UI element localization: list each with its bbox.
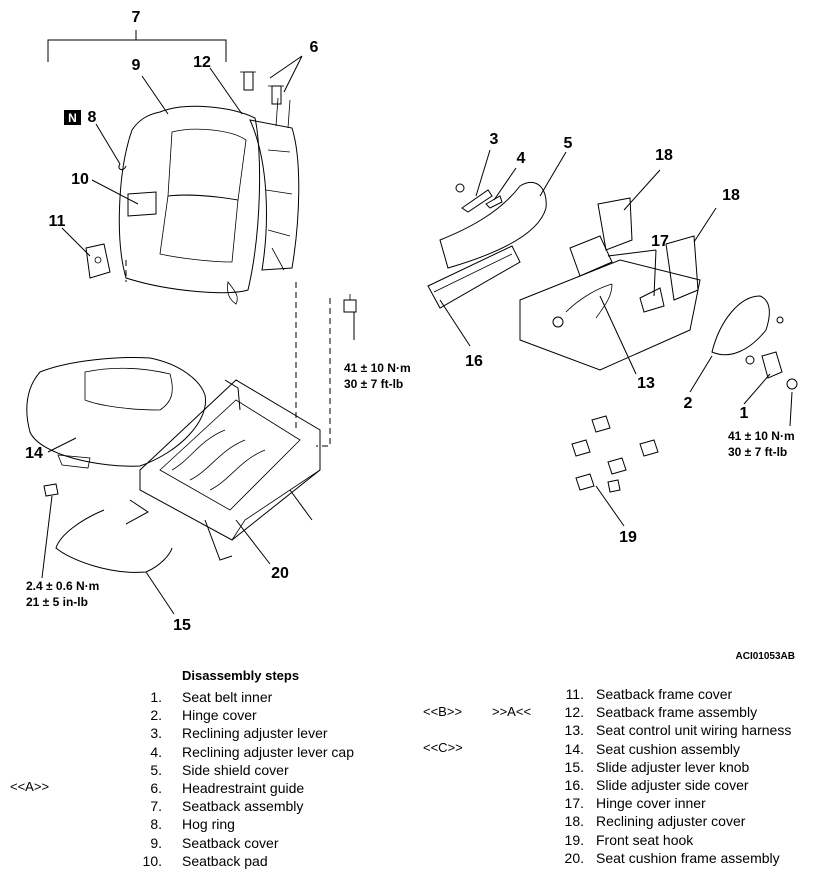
steps-list-left: 1.Seat belt inner 2.Hinge cover 3.Reclin… (140, 688, 354, 870)
step-row: 14.Seat cushion assembly (564, 740, 740, 757)
callout-2: 2 (684, 395, 693, 412)
exploded-view-diagram: 7 9 12 6 N 8 10 11 14 15 20 3 4 5 18 18 … (25, 9, 798, 662)
step-row: 17.Hinge cover inner (564, 795, 706, 812)
callout-4: 4 (517, 150, 526, 167)
assembly-dash-lines (125, 260, 331, 447)
step-row: 12.Seatback frame assembly (564, 704, 758, 721)
step-row: 8.Hog ring (150, 816, 235, 833)
wiring-harness-part (519, 259, 701, 371)
new-part-badge (64, 110, 81, 125)
front-seat-hook-part (571, 415, 659, 493)
step-row: 2.Hinge cover (150, 707, 257, 724)
torque-knob-inlb: 21 ± 5 in-lb (26, 595, 88, 609)
step-row: 6.Headrestraint guide (150, 779, 305, 796)
reclining-adjuster-cover-part (597, 197, 699, 301)
torque-right-ftlb: 30 ± 7 ft-lb (728, 445, 787, 459)
reclining-lever-part (455, 183, 493, 213)
callout-13: 13 (637, 375, 655, 392)
callout-6: 6 (310, 39, 319, 56)
seat-cushion-part (26, 357, 207, 469)
new-part-badge-label: N (68, 111, 77, 125)
step-row: 10.Seatback pad (142, 852, 268, 869)
callout-11: 11 (49, 213, 66, 230)
seatback-group-bracket (47, 30, 227, 62)
callout-12: 12 (193, 54, 211, 71)
headrestraint-guide-part (240, 71, 284, 105)
callout-1: 1 (740, 405, 749, 422)
hog-ring-part (118, 163, 127, 171)
callout-17: 17 (651, 233, 669, 250)
step-row: 9.Seatback cover (150, 834, 279, 851)
seat-cushion-frame-part (125, 379, 321, 561)
callout-3: 3 (490, 131, 499, 148)
torque-right-nm: 41 ± 10 N·m (728, 429, 795, 443)
seatback-frame-part (249, 97, 300, 271)
step-row: 18.Reclining adjuster cover (564, 813, 746, 830)
callout-15: 15 (173, 617, 191, 634)
seat-belt-inner-part (745, 351, 798, 390)
disassembly-steps-title: Disassembly steps (182, 668, 300, 683)
seatback-bolt-part (343, 294, 357, 313)
seatback-pad-part (127, 191, 157, 217)
slide-lever-knob-part (43, 483, 173, 573)
step-row: 15.Slide adjuster lever knob (564, 758, 750, 775)
step-row: 20.Seat cushion frame assembly (564, 849, 780, 866)
step-row: 16.Slide adjuster side cover (564, 776, 749, 793)
step-row: 11.Seatback frame cover (565, 686, 733, 702)
callout-5: 5 (564, 135, 573, 152)
mark-a-left: <<A>> (10, 779, 50, 794)
step-row: 13.Seat control unit wiring harness (564, 722, 792, 739)
hinge-cover-inner-part (569, 235, 665, 313)
step-row: 3.Reclining adjuster lever (150, 725, 328, 742)
hinge-cover-part (711, 295, 784, 356)
leader-lines (41, 55, 793, 615)
callout-14: 14 (25, 445, 43, 462)
callout-20: 20 (271, 565, 289, 582)
step-row: 19.Front seat hook (564, 831, 694, 848)
callout-18-upper: 18 (655, 147, 673, 164)
torque-upper-nm: 41 ± 10 N·m (344, 361, 411, 375)
side-shield-cover-part (439, 181, 547, 269)
callout-9: 9 (132, 57, 141, 74)
figure-id: ACI01053AB (736, 651, 795, 662)
slide-adjuster-side-cover-part (427, 245, 521, 309)
callout-18-lower: 18 (722, 187, 740, 204)
callout-7: 7 (132, 9, 141, 26)
steps-list-right: 11.Seatback frame cover 12.Seatback fram… (556, 685, 792, 867)
mark-c: <<C>> (423, 740, 463, 755)
torque-knob-nm: 2.4 ± 0.6 N·m (26, 579, 99, 593)
seatback-frame-cover-part (85, 243, 111, 279)
torque-upper-ftlb: 30 ± 7 ft-lb (344, 377, 403, 391)
callout-10: 10 (71, 171, 89, 188)
step-row: 5.Side shield cover (150, 761, 289, 778)
callout-19: 19 (619, 529, 637, 546)
callout-16: 16 (465, 353, 483, 370)
mark-a-right: >>A<< (492, 704, 532, 719)
callout-8: 8 (88, 109, 97, 126)
step-row: 7.Seatback assembly (150, 798, 304, 815)
seatback-cover-part (118, 105, 261, 305)
mark-b: <<B>> (423, 704, 463, 719)
step-row: 4.Reclining adjuster lever cap (150, 743, 354, 760)
step-row: 1.Seat belt inner (150, 689, 273, 705)
